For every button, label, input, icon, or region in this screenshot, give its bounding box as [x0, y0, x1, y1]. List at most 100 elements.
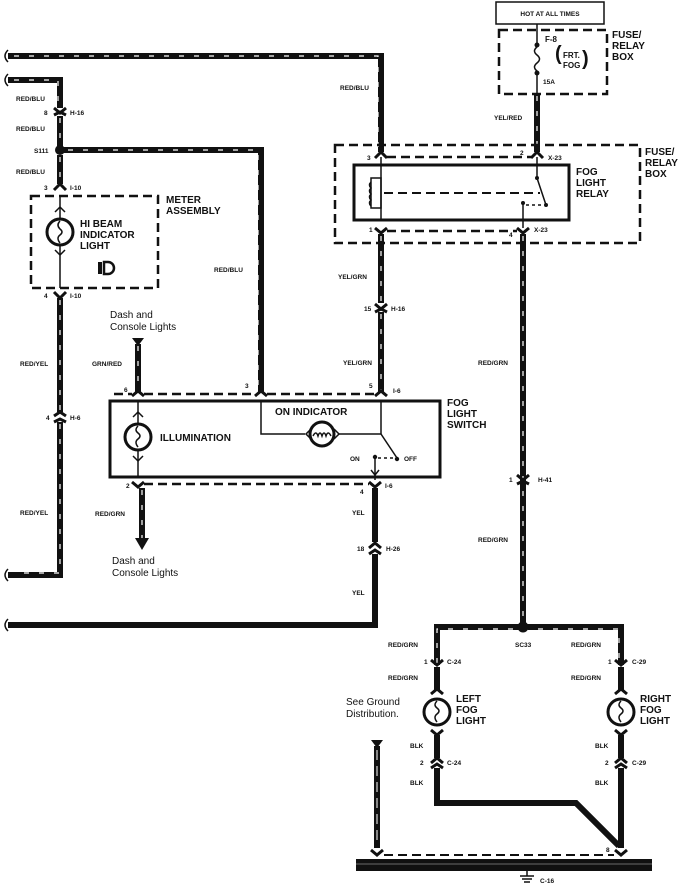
svg-text:(: ( — [555, 43, 562, 65]
ground-c16-label: C-16 — [540, 878, 554, 885]
connector-c24-bottom: 2 C-24 — [420, 756, 461, 770]
fuse-id: F-8 — [545, 35, 558, 44]
connector-x23-top: 3 2 X-23 — [367, 149, 562, 162]
hi-beam-label-2: INDICATOR — [80, 230, 135, 241]
svg-text:2: 2 — [126, 483, 130, 490]
svg-text:): ) — [582, 48, 589, 70]
connector-h41: 1 H-41 — [509, 473, 552, 486]
svg-text:1: 1 — [509, 477, 513, 484]
svg-text:8: 8 — [44, 110, 48, 117]
relay-switch-icon — [521, 157, 548, 228]
hot-at-all-times-box: HOT AT ALL TIMES — [495, 1, 605, 25]
wire-label-red-blu-2: RED/BLU — [16, 126, 45, 133]
connector-i6-bottom: 2 4 I-6 — [126, 480, 393, 496]
svg-text:2: 2 — [420, 760, 424, 767]
svg-text:2: 2 — [520, 150, 524, 157]
svg-text:H-41: H-41 — [538, 477, 552, 484]
arrow-out-icon — [135, 538, 149, 550]
hot-at-all-times-label: HOT AT ALL TIMES — [520, 11, 580, 18]
wire-label-red-yel-2: RED/YEL — [20, 510, 48, 517]
arrow-in-icon — [132, 338, 144, 346]
dash-console-bottom-label-1: Dash and — [112, 556, 155, 567]
svg-text:X-23: X-23 — [548, 155, 562, 162]
svg-text:6: 6 — [124, 387, 128, 394]
svg-text:C-24: C-24 — [447, 659, 461, 666]
svg-text:C-24: C-24 — [447, 760, 461, 767]
svg-text:H-16: H-16 — [70, 110, 84, 117]
wire-label-yel-grn-1: YEL/GRN — [338, 274, 367, 281]
fuse-relay-box-relay — [333, 143, 642, 245]
svg-text:1: 1 — [608, 659, 612, 666]
wire-label-red-grn-1: RED/GRN — [478, 360, 508, 367]
connector-c24-top: 1 C-24 — [424, 658, 461, 667]
right-fog-light-bulb — [606, 687, 636, 737]
wire-label-red-grn-left-2: RED/GRN — [388, 675, 418, 682]
illumination-bulb — [123, 401, 153, 477]
svg-text:X-23: X-23 — [534, 227, 548, 234]
wire-label-yel-2: YEL — [352, 590, 365, 597]
wire-blk-left — [434, 768, 622, 849]
switch-on-label: ON — [350, 456, 360, 463]
svg-text:H-6: H-6 — [70, 415, 81, 422]
svg-text:5: 5 — [369, 383, 373, 390]
svg-text:1: 1 — [369, 227, 373, 234]
svg-text:3: 3 — [44, 185, 48, 192]
fog-switch-contact-icon — [370, 401, 400, 480]
svg-text:8: 8 — [606, 847, 610, 854]
hi-beam-label-3: LIGHT — [80, 241, 110, 252]
left-fog-label-2: FOG — [456, 705, 478, 716]
wire-label-red-grn-dash: RED/GRN — [95, 511, 125, 518]
hi-beam-indicator-bulb — [45, 196, 75, 288]
meter-assembly-box — [29, 194, 160, 290]
svg-text:18: 18 — [357, 546, 365, 553]
relay-box-label-1: FUSE/ — [645, 147, 675, 158]
fog-light-switch-label-3: SWITCH — [447, 420, 486, 431]
fog-light-switch-label-2: LIGHT — [447, 409, 477, 420]
on-indicator-label: ON INDICATOR — [275, 407, 348, 418]
wire-label-yel-1: YEL — [352, 510, 365, 517]
wire-label-red-blu-switch: RED/BLU — [214, 267, 243, 274]
dash-console-bottom-label-2: Console Lights — [112, 568, 178, 579]
splice-sc33: SC33 — [515, 621, 532, 649]
wire-label-red-yel-1: RED/YEL — [20, 361, 48, 368]
svg-text:4: 4 — [44, 293, 48, 300]
connector-h16: 8 H-16 — [44, 106, 84, 117]
connector-x23-bottom: 1 4 X-23 — [369, 226, 548, 239]
right-fog-label-2: FOG — [640, 705, 662, 716]
svg-text:SC33: SC33 — [515, 642, 532, 649]
wire-label-yel-red: YEL/RED — [494, 115, 522, 122]
svg-text:4: 4 — [509, 232, 513, 239]
connector-h16-b: 15 H-16 — [364, 302, 405, 314]
fog-light-relay-label-2: LIGHT — [576, 178, 606, 189]
svg-text:I-6: I-6 — [393, 388, 401, 395]
wire-label-grn-red: GRN/RED — [92, 361, 122, 368]
connector-i6-top: 6 3 5 I-6 — [124, 383, 401, 398]
wire-label-blk-left-1: BLK — [410, 743, 424, 750]
connector-i10-top: 3 I-10 — [44, 181, 82, 192]
right-fog-label-3: LIGHT — [640, 716, 670, 727]
svg-text:C-29: C-29 — [632, 659, 646, 666]
see-ground-label-2: Distribution. — [346, 709, 399, 720]
wire-red-blu-top — [8, 53, 384, 152]
right-fog-label-1: RIGHT — [640, 694, 671, 705]
wire-label-blk-left-2: BLK — [410, 780, 424, 787]
relay-box-label-3: BOX — [645, 169, 667, 180]
wire-label-red-grn-left-1: RED/GRN — [388, 642, 418, 649]
wire-label-yel-grn-2: YEL/GRN — [343, 360, 372, 367]
fog-light-switch-label-1: FOG — [447, 398, 469, 409]
on-indicator-bulb — [260, 401, 381, 448]
fuse-f8: F-8 ( FRT. FOG ) 15A — [533, 30, 589, 94]
wire-label-red-blu-1: RED/BLU — [16, 96, 45, 103]
hi-beam-label-1: HI BEAM — [80, 219, 122, 230]
svg-text:H-16: H-16 — [391, 306, 405, 313]
svg-text:15: 15 — [364, 306, 372, 313]
wire-label-blk-right-2: BLK — [595, 780, 609, 787]
svg-text:3: 3 — [367, 155, 371, 162]
fuse-relay-box-label-1: FUSE/ — [612, 30, 642, 41]
svg-text:H-26: H-26 — [386, 546, 400, 553]
svg-text:I-10: I-10 — [70, 293, 82, 300]
fog-light-relay-label-1: FOG — [576, 167, 598, 178]
meter-assembly-label-2: ASSEMBLY — [166, 206, 221, 217]
svg-text:3: 3 — [245, 383, 249, 390]
